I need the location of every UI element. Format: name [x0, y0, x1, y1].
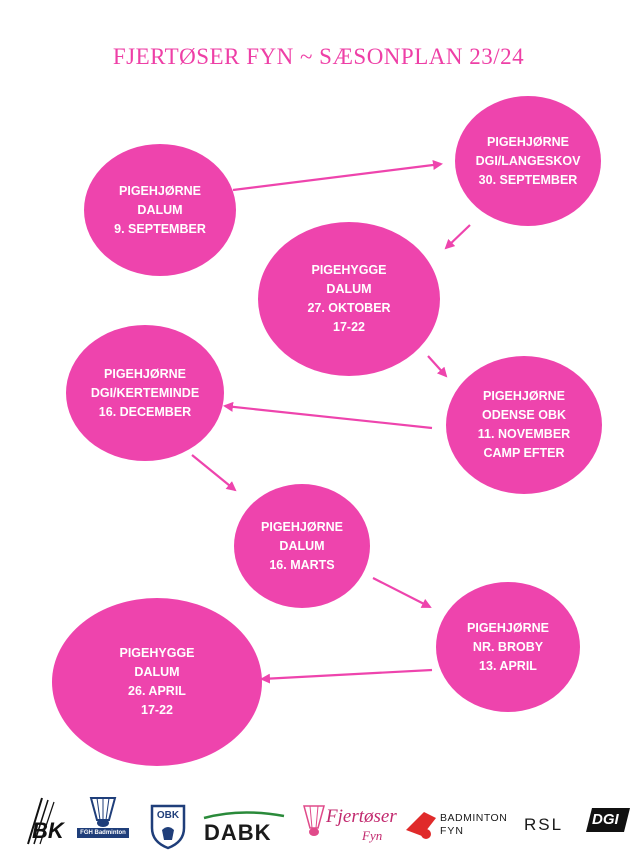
- badminton-fyn-logo: BADMINTON FYN: [404, 806, 516, 846]
- arrow-3-4: [427, 355, 448, 378]
- fgh-logo-text: FGH Badminton: [77, 828, 129, 838]
- lbk-logo-text: BK: [32, 818, 64, 843]
- event-4-line-2: ODENSE OBK: [481, 408, 567, 422]
- event-node-4: PIGEHJØRNE ODENSE OBK 11. NOVEMBER CAMP …: [446, 356, 602, 494]
- dgi-logo-text: DGI: [592, 811, 619, 828]
- arrow-5-6: [191, 454, 237, 492]
- arrow-2-3: [444, 224, 471, 250]
- event-node-6: PIGEHJØRNE DALUM 16. MARTS: [234, 484, 370, 608]
- dabk-logo-text: DABK: [204, 820, 272, 845]
- event-5-line-3: 16. DECEMBER: [98, 404, 192, 419]
- event-node-3: PIGEHYGGE DALUM 27. OKTOBER 17-22: [258, 222, 440, 376]
- arrow-1-2: [232, 160, 443, 192]
- badminton-fyn-logo-subtext: FYN: [440, 825, 464, 837]
- shuttlecock-icon: [89, 797, 117, 827]
- event-7-line-1: PIGEHJØRNE: [467, 620, 549, 635]
- arrow-7-8: [260, 668, 433, 684]
- fjertoser-fyn-logo: Fjertøser Fyn: [300, 800, 397, 850]
- event-7-line-3: 13. APRIL: [479, 658, 537, 673]
- event-8-line-3: 26. APRIL: [128, 684, 186, 698]
- sponsor-logo-bar: BK FGH Badminton OBK DABK Fjertø: [0, 790, 637, 854]
- shuttlecock-icon: [406, 812, 436, 839]
- event-6-line-2: DALUM: [279, 538, 325, 553]
- event-node-7: PIGEHJØRNE NR. BROBY 13. APRIL: [436, 582, 580, 712]
- event-node-8: PIGEHYGGE DALUM 26. APRIL 17-22: [52, 598, 262, 766]
- event-1-line-3: 9. SEPTEMBER: [114, 221, 206, 236]
- fjertoser-logo-subtext: Fyn: [362, 828, 383, 843]
- lbk-logo: BK: [12, 794, 68, 852]
- event-2-line-3: 30. SEPTEMBER: [478, 172, 578, 187]
- event-3-line-4: 17-22: [333, 320, 365, 334]
- badminton-fyn-logo-text: BADMINTON: [440, 812, 508, 824]
- shuttlecock-icon: [303, 805, 325, 836]
- event-2-line-2: DGI/LANGESKOV: [475, 153, 581, 168]
- obk-logo: OBK: [148, 802, 188, 850]
- event-3-line-3: 27. OKTOBER: [307, 301, 391, 315]
- event-node-5: PIGEHJØRNE DGI/KERTEMINDE 16. DECEMBER: [66, 325, 224, 461]
- fgh-badminton-logo: FGH Badminton: [76, 796, 130, 852]
- event-3-line-1: PIGEHYGGE: [311, 263, 387, 277]
- event-node-2: PIGEHJØRNE DGI/LANGESKOV 30. SEPTEMBER: [455, 96, 601, 226]
- dabk-logo: DABK: [200, 808, 288, 848]
- event-5-line-2: DGI/KERTEMINDE: [90, 385, 200, 400]
- event-1-line-2: DALUM: [137, 202, 183, 217]
- event-8-line-2: DALUM: [134, 665, 180, 679]
- event-8-line-1: PIGEHYGGE: [119, 646, 195, 660]
- flow-arrows: [191, 160, 471, 684]
- event-4-line-1: PIGEHJØRNE: [483, 389, 565, 403]
- event-6-line-3: 16. MARTS: [269, 557, 335, 572]
- obk-logo-text: OBK: [156, 810, 180, 821]
- dgi-logo: DGI: [586, 806, 630, 834]
- event-8-line-4: 17-22: [141, 703, 173, 717]
- event-4-line-4: CAMP EFTER: [483, 446, 565, 460]
- event-6-line-1: PIGEHJØRNE: [261, 519, 343, 534]
- event-node-1: PIGEHJØRNE DALUM 9. SEPTEMBER: [84, 144, 236, 276]
- event-4-line-3: 11. NOVEMBER: [477, 427, 571, 441]
- page-title: FJERTØSER FYN ~ SÆSONPLAN 23/24: [112, 44, 525, 69]
- event-3-line-2: DALUM: [326, 282, 372, 296]
- event-5-line-1: PIGEHJØRNE: [104, 366, 186, 381]
- arrow-4-5: [223, 401, 433, 430]
- event-1-line-1: PIGEHJØRNE: [119, 183, 201, 198]
- event-2-line-1: PIGEHJØRNE: [487, 134, 569, 149]
- rsl-logo-text: RSL: [524, 815, 564, 834]
- arrow-6-7: [372, 577, 432, 608]
- rsl-logo: RSL: [524, 810, 572, 840]
- event-7-line-2: NR. BROBY: [472, 639, 544, 654]
- fjertoser-logo-text: Fjertøser: [326, 806, 397, 827]
